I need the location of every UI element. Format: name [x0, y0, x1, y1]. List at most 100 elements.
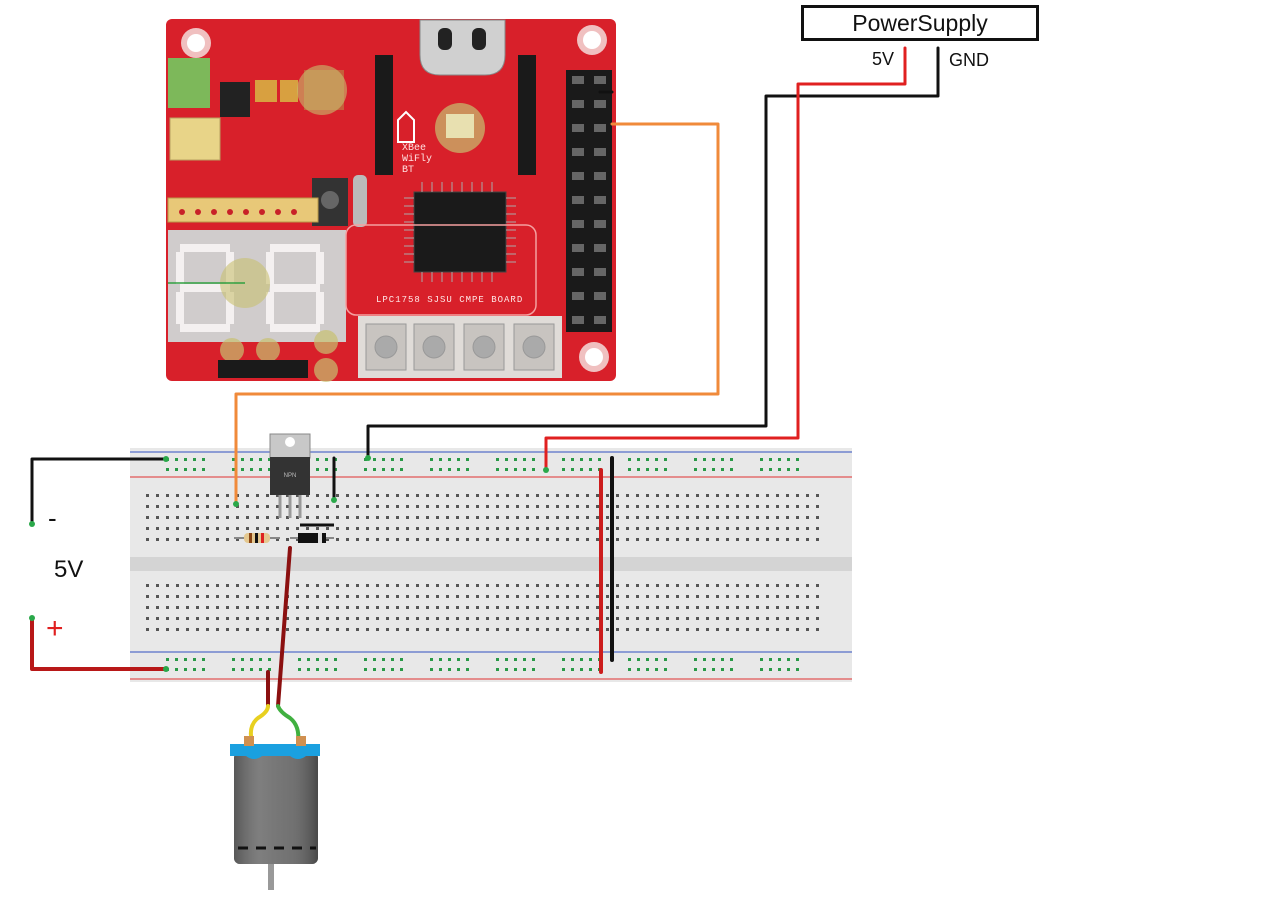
breadboard-hole	[386, 516, 389, 519]
breadboard-hole	[466, 494, 469, 497]
breadboard-hole	[646, 527, 649, 530]
breadboard-hole	[726, 527, 729, 530]
breadboard-hole	[184, 468, 187, 471]
breadboard-hole	[589, 658, 592, 661]
breadboard-hole	[186, 538, 189, 541]
breadboard-hole	[216, 584, 219, 587]
breadboard-hole	[307, 658, 310, 661]
breadboard-hole	[486, 538, 489, 541]
breadboard-hole	[746, 527, 749, 530]
breadboard-hole	[526, 505, 529, 508]
breadboard-hole	[246, 494, 249, 497]
breadboard-hole	[656, 538, 659, 541]
breadboard-hole	[166, 494, 169, 497]
breadboard-hole	[486, 505, 489, 508]
breadboard-hole	[666, 494, 669, 497]
breadboard-hole	[486, 494, 489, 497]
breadboard-hole	[196, 516, 199, 519]
breadboard-hole	[376, 606, 379, 609]
breadboard-hole	[636, 606, 639, 609]
breadboard-hole	[566, 595, 569, 598]
power-supply-box: PowerSupply	[801, 5, 1039, 41]
breadboard-hole	[756, 606, 759, 609]
breadboard-hole	[646, 494, 649, 497]
breadboard-hole	[726, 617, 729, 620]
breadboard-hole	[406, 527, 409, 530]
breadboard-hole	[556, 516, 559, 519]
breadboard-hole	[466, 527, 469, 530]
breadboard-hole	[546, 505, 549, 508]
breadboard-hole	[526, 538, 529, 541]
breadboard-hole	[326, 628, 329, 631]
breadboard-hole	[336, 606, 339, 609]
breadboard-hole	[514, 668, 517, 671]
breadboard-hole	[436, 595, 439, 598]
breadboard-hole	[276, 595, 279, 598]
breadboard-hole	[736, 527, 739, 530]
breadboard-hole	[646, 606, 649, 609]
breadboard-hole	[156, 617, 159, 620]
power-supply-gnd-label: GND	[949, 50, 989, 70]
breadboard-hole	[655, 668, 658, 671]
breadboard-hole	[246, 595, 249, 598]
breadboard-hole	[666, 505, 669, 508]
breadboard-hole	[696, 584, 699, 587]
breadboard-hole	[746, 584, 749, 587]
breadboard-hole	[336, 494, 339, 497]
breadboard-hole	[736, 606, 739, 609]
breadboard-hole	[666, 538, 669, 541]
breadboard-hole	[476, 617, 479, 620]
breadboard-hole	[466, 458, 469, 461]
breadboard-hole	[816, 527, 819, 530]
breadboard-hole	[476, 516, 479, 519]
breadboard-hole	[786, 538, 789, 541]
wire-endpoints	[29, 455, 549, 672]
breadboard-hole	[416, 494, 419, 497]
breadboard-hole	[466, 468, 469, 471]
breadboard-hole	[366, 595, 369, 598]
breadboard-hole	[326, 606, 329, 609]
breadboard-hole	[476, 538, 479, 541]
breadboard-hole	[686, 628, 689, 631]
breadboard-hole	[655, 658, 658, 661]
breadboard-hole	[546, 628, 549, 631]
breadboard-hole	[712, 458, 715, 461]
breadboard-hole	[382, 658, 385, 661]
breadboard-hole	[325, 468, 328, 471]
breadboard-hole	[576, 606, 579, 609]
breadboard-hole	[626, 595, 629, 598]
breadboard-hole	[532, 468, 535, 471]
breadboard-hole	[236, 584, 239, 587]
breadboard-hole	[526, 494, 529, 497]
breadboard-hole	[236, 516, 239, 519]
breadboard-hole	[457, 658, 460, 661]
breadboard-hole	[232, 468, 235, 471]
breadboard-hole	[416, 606, 419, 609]
breadboard-hole	[686, 505, 689, 508]
breadboard-hole	[696, 505, 699, 508]
regulator-chip	[220, 82, 250, 117]
breadboard-hole	[386, 628, 389, 631]
breadboard-hole	[546, 595, 549, 598]
breadboard-hole	[806, 516, 809, 519]
breadboard-hole	[346, 516, 349, 519]
breadboard-hole	[386, 584, 389, 587]
breadboard-hole	[536, 595, 539, 598]
breadboard-hole	[626, 505, 629, 508]
breadboard-hole	[526, 595, 529, 598]
breadboard-hole	[246, 584, 249, 587]
breadboard-hole	[226, 516, 229, 519]
breadboard-hole	[184, 658, 187, 661]
breadboard-hole	[546, 527, 549, 530]
breadboard-hole	[816, 516, 819, 519]
breadboard-hole	[236, 595, 239, 598]
breadboard-hole	[206, 494, 209, 497]
breadboard-hole	[439, 668, 442, 671]
breadboard-hole	[556, 527, 559, 530]
breadboard-hole	[373, 668, 376, 671]
breadboard-hole	[516, 584, 519, 587]
breadboard-hole	[246, 527, 249, 530]
breadboard-hole	[326, 527, 329, 530]
breadboard-hole	[606, 617, 609, 620]
breadboard-hole	[364, 468, 367, 471]
